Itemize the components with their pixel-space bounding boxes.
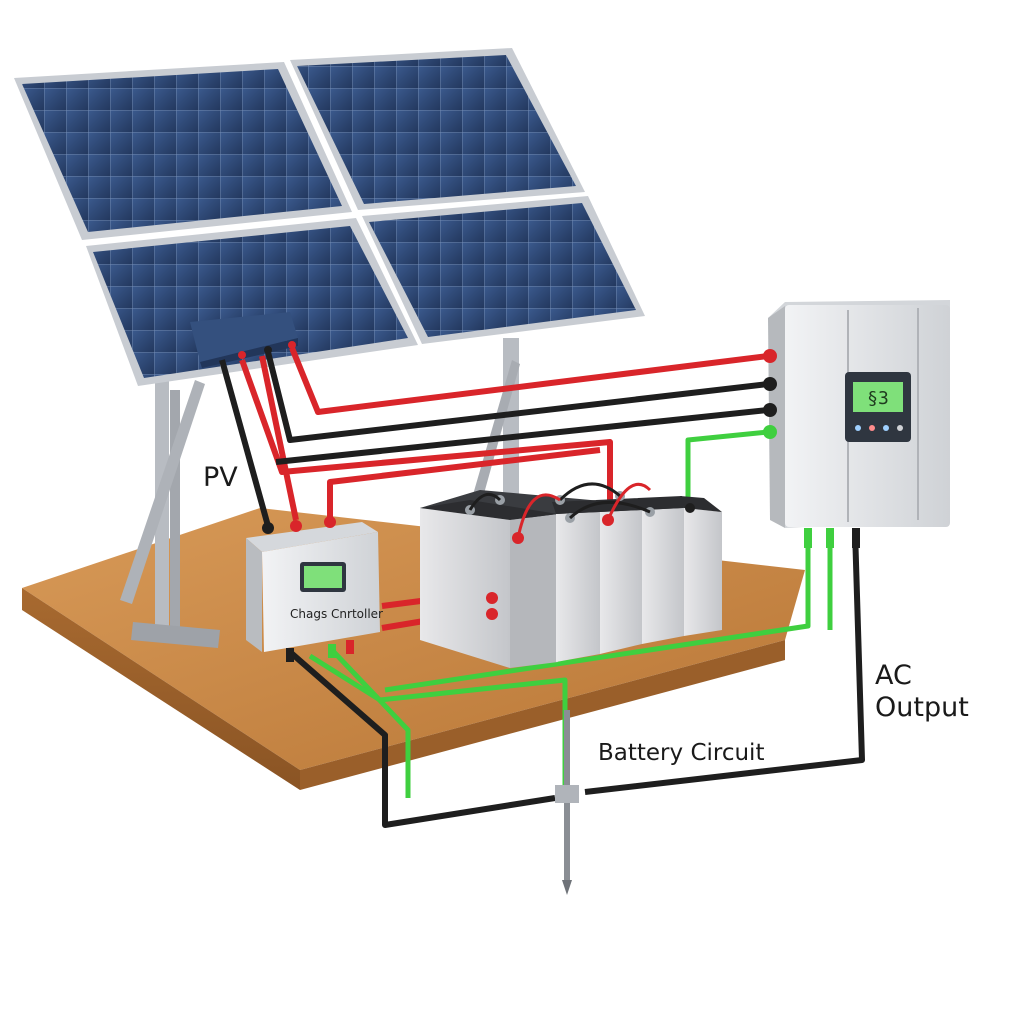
controller-ground-wire bbox=[330, 648, 411, 798]
inverter-lcd-text: §3 bbox=[867, 388, 889, 409]
negative-wires bbox=[219, 351, 865, 828]
pv-negative-wire-to-controller bbox=[219, 359, 271, 527]
positive-wires bbox=[239, 346, 769, 631]
inverter-button bbox=[855, 425, 861, 431]
battery-jumper-cables-red bbox=[516, 482, 652, 539]
panel-support-frame bbox=[120, 338, 520, 648]
inverter-ground-wire bbox=[685, 429, 769, 512]
inverter-button bbox=[897, 425, 903, 431]
inverter: §3 bbox=[763, 300, 950, 548]
battery-circuit-label: Battery Circuit bbox=[598, 740, 765, 766]
solar-panel bbox=[290, 48, 585, 210]
pv-negative-wire-to-inverter-1 bbox=[265, 351, 769, 443]
ac-output-label-line2: Output bbox=[875, 692, 969, 723]
ground-rod bbox=[555, 710, 579, 895]
battery bbox=[420, 500, 558, 668]
pv-negative-wire-to-inverter-2 bbox=[275, 407, 769, 465]
ac-output-label: AC Output bbox=[875, 660, 995, 724]
inverter-ground-wire-2 bbox=[384, 532, 811, 693]
charge-controller-label: Chags Cnrtoller bbox=[290, 607, 383, 621]
controller-positive-wire bbox=[327, 447, 601, 522]
solar-panel bbox=[14, 62, 352, 240]
inverter-button bbox=[869, 425, 875, 431]
battery bbox=[680, 496, 722, 636]
battery bbox=[638, 496, 684, 644]
controller-lcd bbox=[304, 566, 342, 588]
solar-panel-array bbox=[14, 48, 645, 386]
ac-output-wire bbox=[584, 529, 865, 795]
controller-negative-wire bbox=[288, 649, 556, 828]
battery bbox=[552, 500, 600, 662]
solar-panel bbox=[86, 218, 418, 386]
battery-bank bbox=[420, 482, 722, 668]
battery-jumper-cables bbox=[468, 482, 651, 520]
pv-positive-wire-to-controller bbox=[259, 355, 299, 521]
pv-positive-wire-to-inverter bbox=[289, 346, 769, 415]
solar-panel bbox=[362, 196, 645, 344]
inverter-button bbox=[883, 425, 889, 431]
charge-controller bbox=[246, 516, 380, 662]
pv-positive-wire-to-battery bbox=[239, 358, 613, 512]
inverter-lcd bbox=[853, 382, 903, 412]
ac-output-label-line1: AC bbox=[875, 660, 912, 691]
pv-label: PV bbox=[203, 462, 238, 493]
